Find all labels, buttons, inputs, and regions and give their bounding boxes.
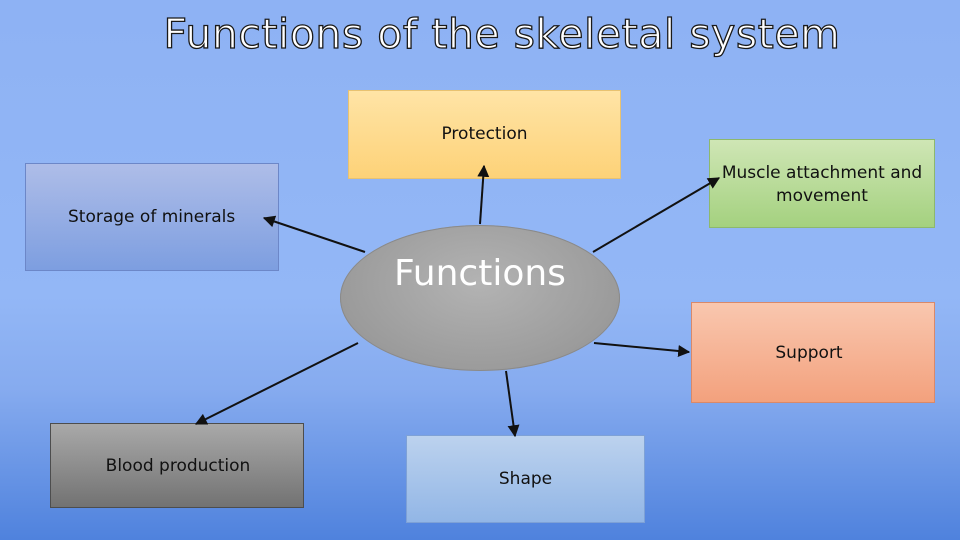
storage-minerals-box: Storage of minerals	[25, 163, 279, 271]
arrow-to-support	[593, 342, 691, 357]
blood-production-label: Blood production	[105, 456, 251, 476]
arrow-to-blood	[194, 342, 359, 425]
center-ellipse	[340, 225, 620, 371]
arrow-to-storage	[262, 215, 366, 253]
shape-label: Shape	[498, 469, 553, 489]
center-label: Functions	[394, 253, 566, 294]
support-label: Support	[775, 343, 843, 363]
protection-label: Protection	[441, 124, 528, 144]
muscle-attachment-box: Muscle attachment and movement	[709, 139, 935, 228]
slide-title: Functions of the skeletal system	[163, 9, 841, 58]
storage-minerals-label: Storage of minerals	[68, 207, 236, 227]
blood-production-box: Blood production	[50, 423, 304, 508]
protection-box: Protection	[348, 90, 621, 179]
shape-box: Shape	[406, 435, 645, 523]
support-box: Support	[691, 302, 935, 403]
arrow-to-shape	[505, 370, 520, 438]
arrow-to-muscle	[592, 177, 721, 253]
muscle-attachment-label: Muscle attachment and movement	[721, 163, 923, 206]
